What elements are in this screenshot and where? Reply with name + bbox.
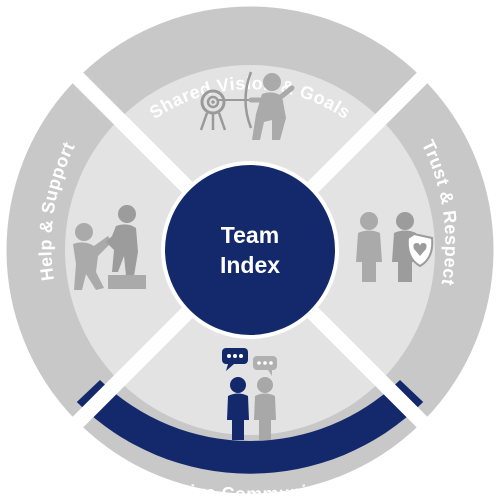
people-helping-up-icon <box>73 205 146 290</box>
wheel-edge <box>3 3 497 497</box>
archer-target-icon <box>199 71 295 140</box>
center-circle <box>161 161 339 339</box>
center-title-line1: Team <box>221 222 279 248</box>
segment-band-effective-communication <box>76 380 424 474</box>
center-title-line2: Index <box>220 252 280 278</box>
people-heart-shield-icon <box>356 212 434 282</box>
people-chat-bubbles-icon <box>222 348 277 440</box>
